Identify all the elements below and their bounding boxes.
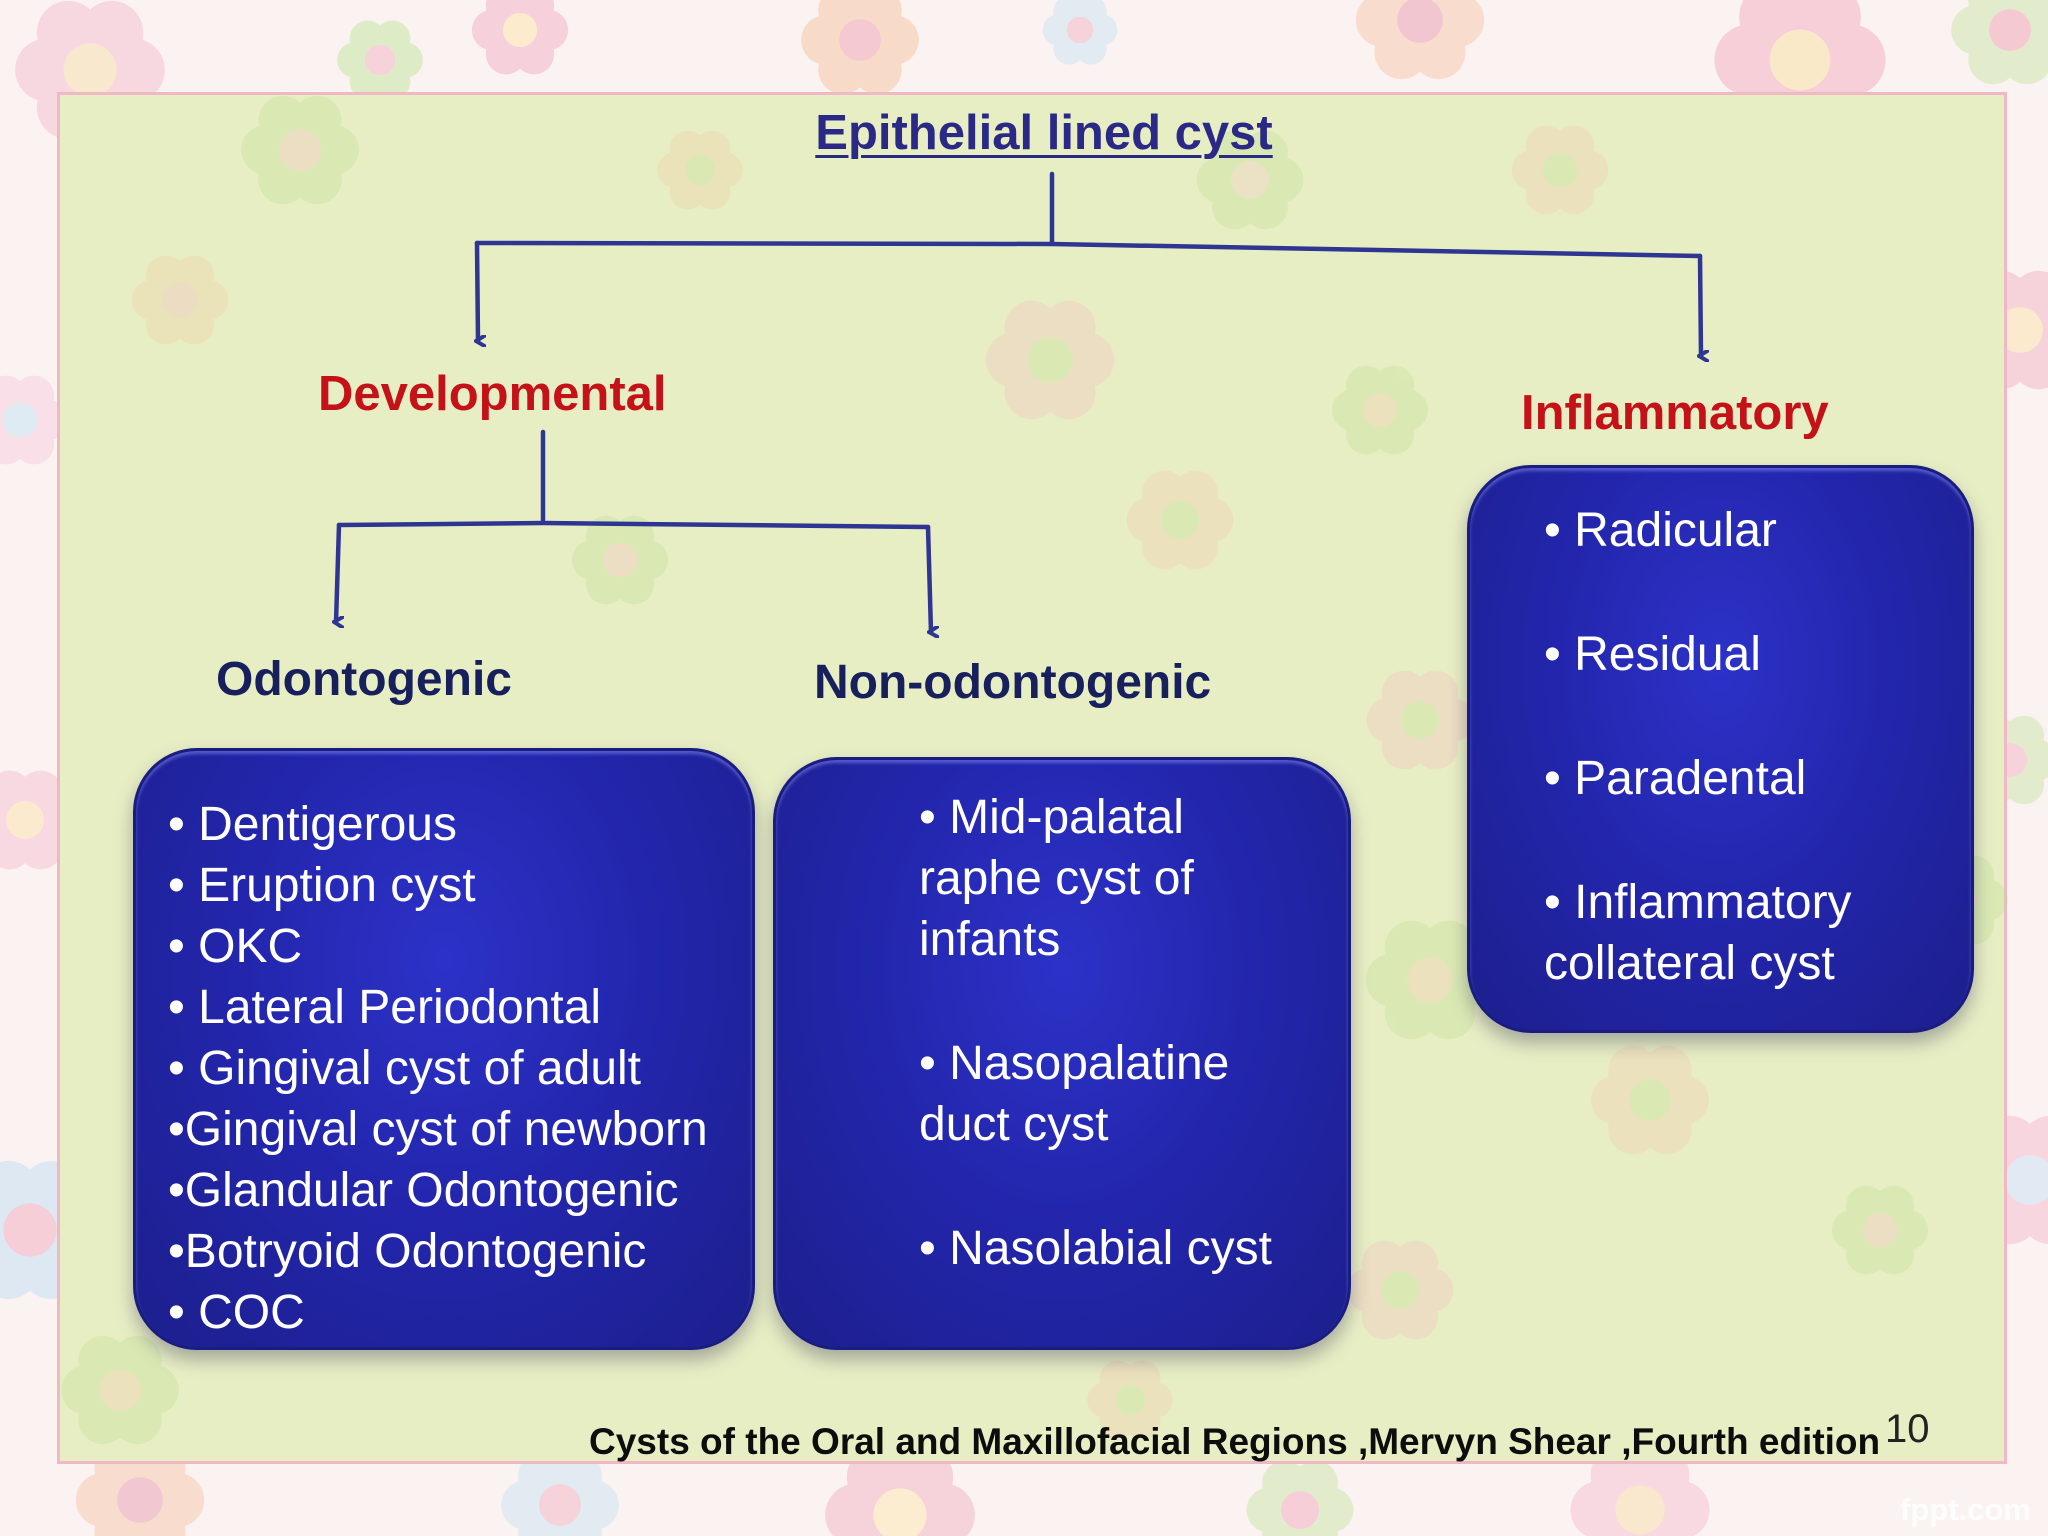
arrow-to-odontogenic xyxy=(336,522,339,622)
list-item: • Radicular xyxy=(1544,504,1777,557)
flower-decoration xyxy=(985,300,1115,420)
flower-decoration xyxy=(337,20,423,100)
list-item: • Paradental xyxy=(1544,752,1807,805)
flower-decoration xyxy=(1331,365,1429,455)
list-item: •Gingival cyst of newborn xyxy=(168,1103,708,1156)
developmental-branch-line xyxy=(336,520,931,530)
flower-decoration xyxy=(1831,1185,1929,1275)
non-odontogenic-heading: Non-odontogenic xyxy=(814,656,1212,709)
flower-decoration xyxy=(15,0,165,140)
list-item: • Inflammatory xyxy=(1544,876,1852,929)
flower-decoration xyxy=(1355,0,1485,80)
flower-decoration xyxy=(471,0,569,75)
flower-decoration xyxy=(1126,470,1234,570)
odontogenic-list: • Dentigerous • Eruption cyst • OKC • Later… xyxy=(168,794,752,1343)
odontogenic-heading: Odontogenic xyxy=(216,653,512,706)
flower-decoration xyxy=(657,130,743,210)
flower-decoration xyxy=(1246,1460,1354,1536)
list-item: • COC xyxy=(168,1286,305,1339)
citation: Cysts of the Oral and Maxillofacial Regi… xyxy=(589,1421,1881,1462)
list-item: • Gingival cyst of adult xyxy=(168,1042,642,1095)
list-item: duct cyst xyxy=(919,1098,1109,1151)
inflammatory-heading: Inflammatory xyxy=(1521,386,1829,440)
list-item: • Lateral Periodontal xyxy=(168,981,602,1034)
flower-decoration xyxy=(1346,1240,1454,1340)
arrow-to-developmental xyxy=(477,240,478,341)
list-item: • Eruption cyst xyxy=(168,859,476,912)
list-item: • OKC xyxy=(168,920,303,973)
arrow-to-non-odontogenic xyxy=(925,524,931,632)
flower-decoration xyxy=(1591,1045,1709,1155)
flower-decoration xyxy=(61,1335,179,1445)
flower-decoration xyxy=(1951,0,2048,85)
list-item: infants xyxy=(919,913,1061,966)
top-branch-line xyxy=(474,240,1703,259)
flower-decoration xyxy=(1196,130,1304,230)
inflammatory-box: • Radicular • Residual • Paradental • Infla… xyxy=(1467,465,1974,1033)
list-item: •Botryoid Odontogenic xyxy=(168,1225,647,1278)
flower-decoration xyxy=(801,0,919,95)
list-item: • Mid-palatal xyxy=(919,791,1184,844)
list-item: collateral cyst xyxy=(1544,937,1835,990)
brand-watermark: fppt.com xyxy=(1900,1492,2031,1527)
flower-decoration xyxy=(1570,1445,1710,1536)
odontogenic-box: • Dentigerous • Eruption cyst • OKC • Later… xyxy=(133,748,755,1350)
list-item: •Glandular Odontogenic xyxy=(168,1164,679,1217)
non-odontogenic-list: • Mid-palatal raphe cyst of infants • Nasop… xyxy=(919,787,1348,1279)
flower-decoration xyxy=(131,255,229,345)
flower-decoration xyxy=(1366,670,1474,770)
inflammatory-list: • Radicular • Residual • Paradental • Infla… xyxy=(1544,500,1971,994)
list-item: • Nasolabial cyst xyxy=(919,1222,1272,1275)
list-item: • Residual xyxy=(1544,628,1761,681)
non-odontogenic-box: • Mid-palatal raphe cyst of infants • Nasop… xyxy=(773,757,1351,1350)
flower-decoration xyxy=(1042,0,1118,65)
flower-decoration xyxy=(571,515,669,605)
list-item: • Dentigerous xyxy=(168,798,457,851)
page-number: 10 xyxy=(1885,1407,1930,1451)
flower-decoration xyxy=(241,95,359,205)
list-item: raphe cyst of xyxy=(919,852,1194,905)
flower-decoration xyxy=(1511,125,1609,215)
arrow-to-inflammatory xyxy=(1700,253,1701,356)
diagram-title: Epithelial lined cyst xyxy=(815,106,1273,160)
list-item: • Nasopalatine xyxy=(919,1037,1230,1090)
flower-decoration xyxy=(1087,1360,1173,1440)
developmental-heading: Developmental xyxy=(318,367,667,421)
